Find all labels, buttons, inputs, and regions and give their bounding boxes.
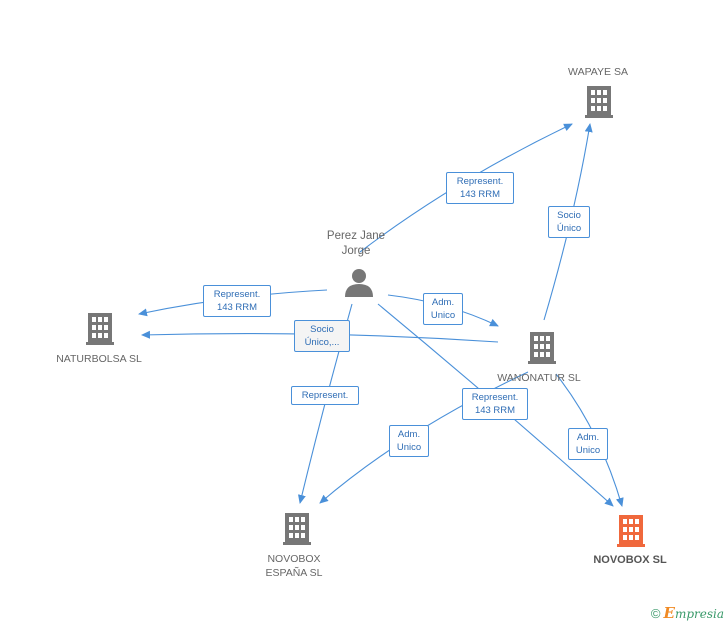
building-icon-naturbolsa (86, 313, 114, 345)
edge-label-person-novobox-espana: Represent. (291, 386, 359, 405)
node-label-novobox-sl: NOVOBOX SL (593, 554, 667, 566)
building-icon-novobox-espana (283, 513, 311, 545)
edge-label-person-wanonatur: Adm. Unico (423, 293, 463, 325)
empresia-logo: Empresia (663, 604, 725, 622)
edge-label-person-naturbolsa: Represent. 143 RRM (203, 285, 271, 317)
footer-brand: © Empresia (651, 604, 724, 622)
node-label-person: Perez Jane Jorge (326, 230, 386, 257)
building-icon-novobox-sl (617, 515, 645, 547)
building-icon-wanonatur (528, 332, 556, 364)
node-label-naturbolsa: NATURBOLSA SL (56, 353, 142, 365)
edge-label-person-wapaye: Represent. 143 RRM (446, 172, 514, 204)
person-icon (345, 269, 373, 297)
node-label-wapaye: WAPAYE SA (568, 66, 628, 78)
edge-label-wanonatur-wapaye: Socio Único (548, 206, 590, 238)
building-icon-wapaye (585, 86, 613, 118)
edge-label-wanonatur-novobox-sl: Adm. Unico (568, 428, 608, 460)
copyright-icon: © (650, 605, 661, 621)
edge-label-person-novobox-sl: Represent. 143 RRM (462, 388, 528, 420)
edge-label-wanonatur-naturbolsa: Socio Único,... (294, 320, 350, 352)
edge-label-wanonatur-novobox-espana: Adm. Unico (389, 425, 429, 457)
node-label-wanonatur: WANONATUR SL (497, 372, 581, 384)
node-label-novobox-espana: NOVOBOX ESPAÑA SL (265, 553, 323, 579)
